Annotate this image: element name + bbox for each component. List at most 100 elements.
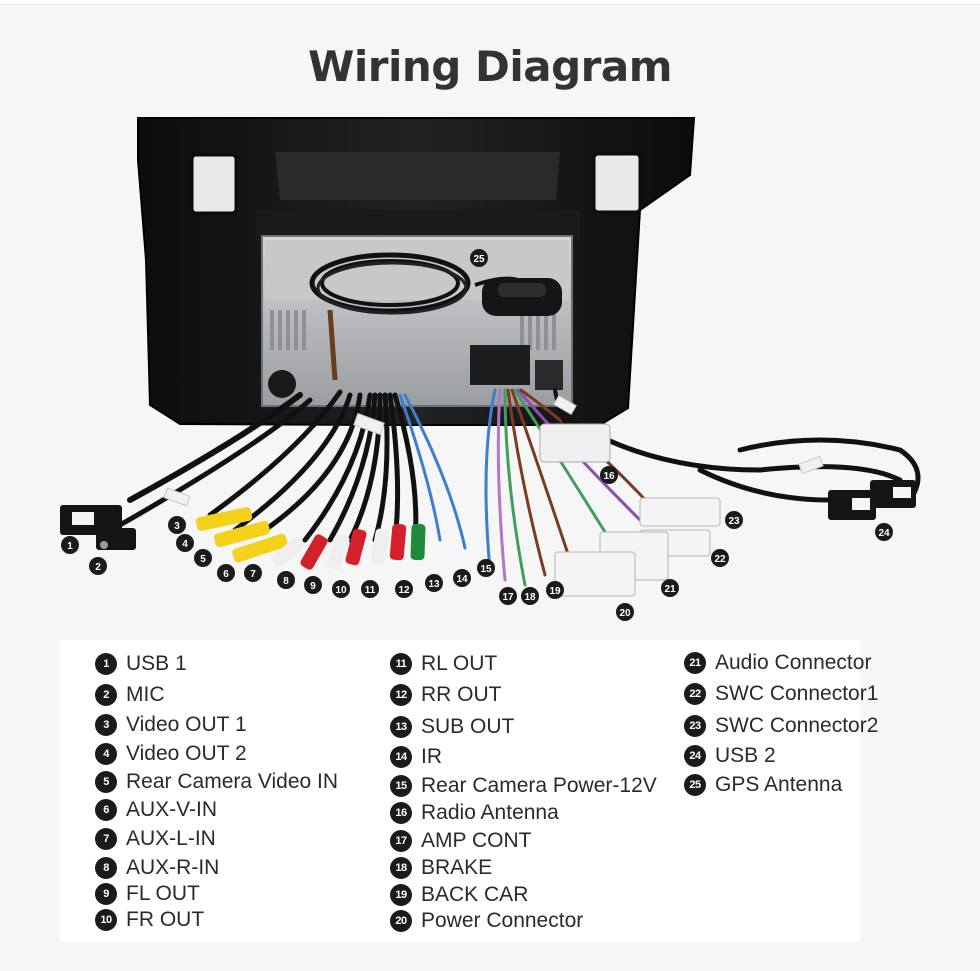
frame-right-window: [592, 152, 642, 214]
callout-markers: 1 2 3 4 5 6 7 8 9 10 11 12 13 14 15 16 1…: [61, 249, 893, 621]
top-border: [0, 0, 980, 5]
swc-connector-2: [639, 497, 721, 527]
legend-number: 24: [684, 745, 706, 767]
legend-item: 23 SWC Connector2: [684, 714, 878, 738]
legend-number: 17: [390, 830, 412, 852]
legend-item: 1 USB 1: [95, 652, 187, 676]
legend-item: 8 AUX-R-IN: [95, 856, 219, 880]
callout-21: 21: [664, 584, 676, 595]
callout-11: 11: [365, 585, 376, 596]
cable-tags: [163, 394, 824, 507]
radio-antenna-jack: [268, 370, 296, 398]
legend-label: Radio Antenna: [421, 801, 559, 824]
legend-item: 16 Radio Antenna: [390, 801, 559, 825]
callout-12: 12: [398, 585, 410, 596]
callout-8: 8: [283, 576, 289, 587]
callout-22: 22: [714, 554, 726, 565]
rca-connectors: [195, 507, 426, 571]
callout-15: 15: [480, 564, 492, 575]
legend-item: 13 SUB OUT: [390, 715, 514, 739]
legend-item: 24 USB 2: [684, 744, 776, 768]
callout-25: 25: [473, 254, 485, 265]
legend-number: 23: [684, 715, 706, 737]
legend-label: Rear Camera Video IN: [126, 770, 339, 793]
legend-label: Rear Camera Power-12V: [421, 774, 657, 797]
callout-2: 2: [95, 562, 101, 573]
callout-9: 9: [310, 581, 316, 592]
legend-item: 10 FR OUT: [95, 908, 204, 932]
legend-label: BACK CAR: [421, 883, 529, 906]
legend-number: 22: [684, 683, 706, 705]
callout-14: 14: [456, 574, 468, 585]
legend-number: 4: [95, 743, 117, 765]
legend-number: 8: [95, 857, 117, 879]
callout-7: 7: [250, 569, 256, 580]
legend-number: 13: [390, 716, 412, 738]
legend-number: 3: [95, 714, 117, 736]
legend-label: Video OUT 2: [126, 742, 247, 765]
legend-label: FL OUT: [126, 882, 200, 905]
callout-23: 23: [728, 516, 740, 527]
legend-label: Audio Connector: [715, 651, 872, 674]
legend-number: 21: [684, 652, 706, 674]
legend-number: 6: [95, 799, 117, 821]
callout-16: 16: [603, 471, 615, 482]
legend-item: 18 BRAKE: [390, 856, 492, 880]
legend-label: GPS Antenna: [715, 773, 843, 796]
legend-label: SUB OUT: [421, 715, 515, 738]
legend-label: BRAKE: [421, 856, 493, 879]
legend-item: 17 AMP CONT: [390, 829, 531, 853]
callout-6: 6: [223, 569, 229, 580]
legend-label: AUX-L-IN: [126, 827, 216, 850]
legend-label: USB 2: [715, 744, 776, 767]
power-connector: [554, 551, 636, 597]
legend-label: AUX-R-IN: [126, 856, 220, 879]
frame-left-window: [190, 153, 238, 215]
legend-number: 18: [390, 857, 412, 879]
callout-18: 18: [524, 592, 536, 603]
callout-17: 17: [502, 592, 514, 603]
legend-number: 19: [390, 884, 412, 906]
legend-number: 2: [95, 684, 117, 706]
legend-label: FR OUT: [126, 908, 205, 931]
vent-holes: [270, 310, 556, 350]
callout-5: 5: [200, 554, 206, 565]
wiring-diagram-illustration: 1 2 3 4 5 6 7 8 9 10 11 12 13 14 15 16 1…: [60, 117, 921, 621]
callout-10: 10: [335, 585, 347, 596]
callout-24: 24: [878, 528, 890, 539]
legend-number: 20: [390, 910, 412, 932]
rear-usb-port: [535, 360, 563, 390]
legend-label: USB 1: [126, 652, 187, 675]
legend-number: 11: [390, 653, 412, 675]
frame-top-opening: [275, 152, 560, 200]
radio-antenna-plug: [539, 423, 611, 463]
legend-label: SWC Connector2: [715, 714, 879, 737]
callout-13: 13: [428, 579, 440, 590]
legend-number: 16: [390, 802, 412, 824]
legend-item: 21 Audio Connector: [684, 651, 871, 675]
legend-number: 10: [95, 909, 117, 931]
legend-label: RR OUT: [421, 683, 502, 706]
legend-number: 15: [390, 775, 412, 797]
legend-number: 5: [95, 771, 117, 793]
legend-label: AMP CONT: [421, 829, 532, 852]
callout-4: 4: [182, 539, 188, 550]
legend-item: 19 BACK CAR: [390, 883, 528, 907]
legend-number: 7: [95, 828, 117, 850]
legend-label: Video OUT 1: [126, 713, 247, 736]
legend-number: 1: [95, 653, 117, 675]
callout-20: 20: [619, 608, 631, 619]
legend-label: SWC Connector1: [715, 682, 879, 705]
legend-item: 5 Rear Camera Video IN: [95, 770, 338, 794]
page-title: Wiring Diagram: [308, 42, 672, 91]
callout-3: 3: [174, 521, 180, 532]
legend-item: 4 Video OUT 2: [95, 742, 247, 766]
